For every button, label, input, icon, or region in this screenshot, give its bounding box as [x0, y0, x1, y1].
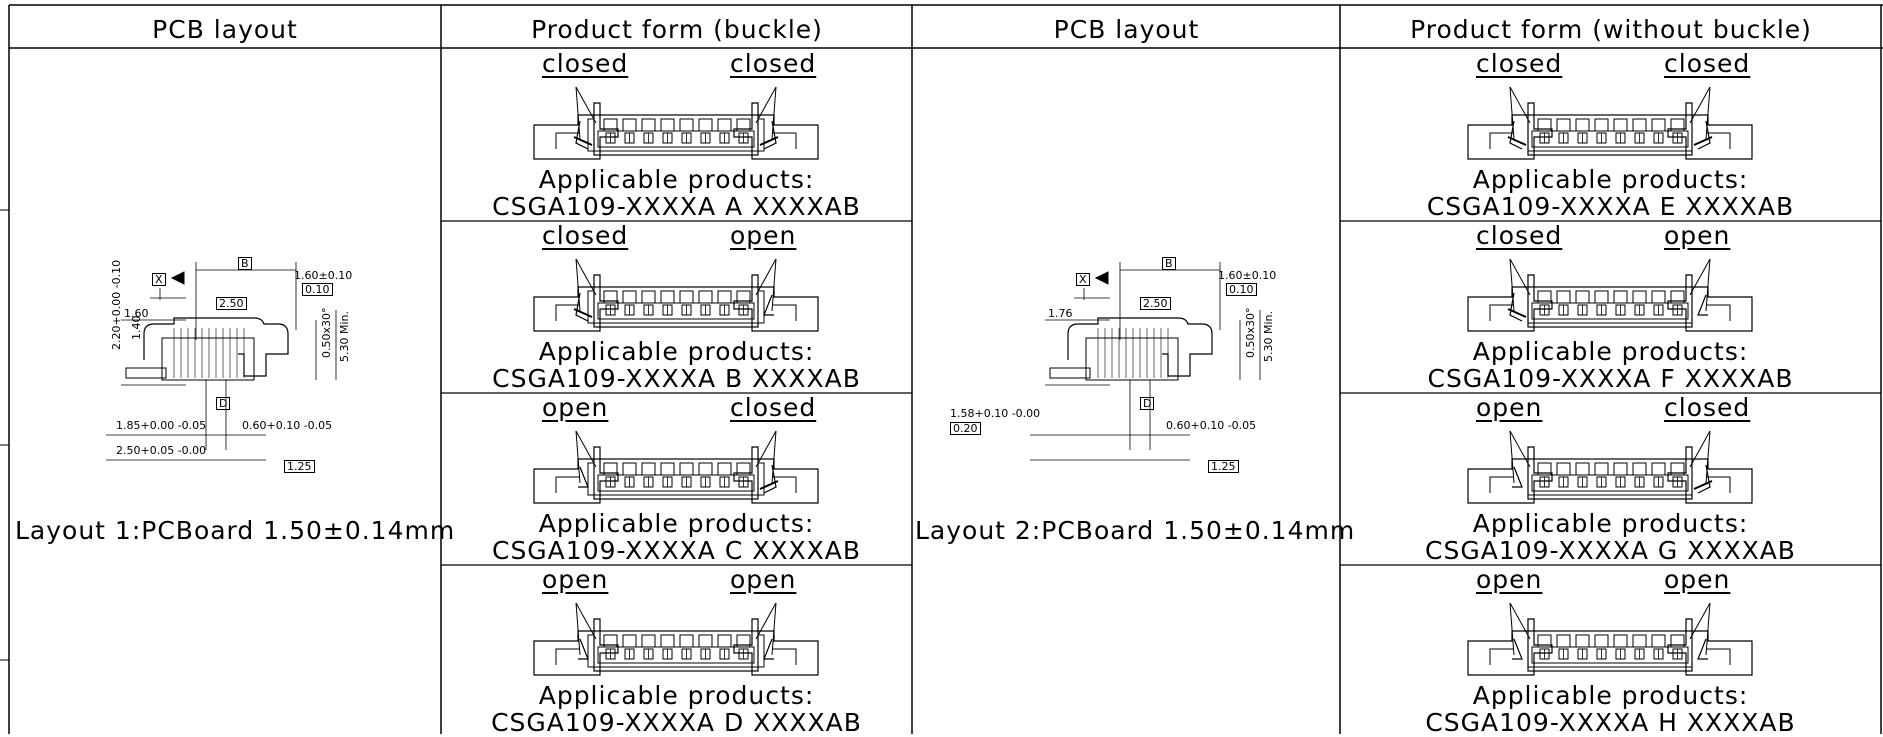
layout-2-caption: Layout 2:PCBoard 1.50±0.14mm: [915, 516, 1356, 545]
state-right-buckle_forms-1: open: [730, 221, 797, 250]
layout-1-dim-185: 1.85+0.00 -0.05: [116, 419, 207, 432]
layout-2-dim-d: D: [1140, 397, 1155, 410]
state-left-buckle_forms-1: closed: [542, 221, 629, 250]
layout-2-tol-010: 0.10: [1226, 283, 1257, 296]
applicable-label-buckle_forms-3: Applicable products:: [538, 681, 815, 710]
layout-1-dim-060: 0.60+0.10 -0.05: [242, 419, 333, 432]
state-right-nobuckle_forms-1: open: [1664, 221, 1731, 250]
product-code-nobuckle_forms-0: CSGA109-XXXXA E XXXXAB: [1426, 192, 1795, 221]
layout-1-dim-250b: 2.50+0.05 -0.00: [116, 444, 207, 457]
state-right-nobuckle_forms-2: closed: [1664, 393, 1751, 422]
product-code-buckle_forms-3: CSGA109-XXXXA D XXXXAB: [491, 708, 862, 737]
layout-1-caption: Layout 1:PCBoard 1.50±0.14mm: [15, 516, 456, 545]
layout-1-dim-050x30: 0.50x30°: [320, 307, 333, 359]
layout-1-dim-160: 1.60: [124, 307, 149, 320]
state-left-nobuckle_forms-0: closed: [1476, 49, 1563, 78]
layout-2-dim-530: 5.30 Min.: [1262, 310, 1275, 362]
applicable-label-buckle_forms-0: Applicable products:: [538, 165, 815, 194]
layout-2-dim-160-010: 1.60±0.10: [1218, 269, 1277, 282]
layout-1-dim-250: 2.50: [216, 297, 247, 310]
header-product-form-no-buckle: Product form (without buckle): [1410, 15, 1812, 44]
layout-1-datum-x: X: [152, 273, 166, 286]
layout-1-dim-125: 1.25: [284, 460, 315, 473]
product-code-buckle_forms-1: CSGA109-XXXXA B XXXXAB: [492, 364, 861, 393]
state-left-nobuckle_forms-1: closed: [1476, 221, 1563, 250]
layout-1-dim-220: 2.20+0.00 -0.10: [110, 259, 123, 350]
product-code-nobuckle_forms-2: CSGA109-XXXXA G XXXXAB: [1425, 536, 1796, 565]
layout-2-dim-060: 0.60+0.10 -0.05: [1166, 419, 1257, 432]
layout-1-dim-160-010: 1.60±0.10: [294, 269, 353, 282]
applicable-label-nobuckle_forms-2: Applicable products:: [1472, 509, 1749, 538]
state-left-buckle_forms-0: closed: [542, 49, 629, 78]
state-right-buckle_forms-3: open: [730, 565, 797, 594]
layout-1-dim-b: B: [238, 257, 252, 270]
header-pcb-layout-1: PCB layout: [152, 15, 298, 44]
layout-1-dim-d: D: [216, 397, 231, 410]
state-left-nobuckle_forms-2: open: [1476, 393, 1543, 422]
layout-2-dim-125: 1.25: [1208, 460, 1239, 473]
layout-2-datum-x: X: [1076, 273, 1090, 286]
product-code-buckle_forms-0: CSGA109-XXXXA A XXXXAB: [492, 192, 861, 221]
layout-1-tol-010: 0.10: [302, 283, 333, 296]
layout-2-tol-020: 0.20: [950, 422, 981, 435]
applicable-label-nobuckle_forms-3: Applicable products:: [1472, 681, 1749, 710]
state-left-buckle_forms-2: open: [542, 393, 609, 422]
product-code-buckle_forms-2: CSGA109-XXXXA C XXXXAB: [491, 536, 861, 565]
state-left-buckle_forms-3: open: [542, 565, 609, 594]
product-code-nobuckle_forms-3: CSGA109-XXXXA H XXXXAB: [1425, 708, 1796, 737]
layout-1-dim-530: 5.30 Min.: [338, 310, 351, 362]
state-right-buckle_forms-2: closed: [730, 393, 817, 422]
layout-2-dim-250: 2.50: [1140, 297, 1171, 310]
product-code-nobuckle_forms-1: CSGA109-XXXXA F XXXXAB: [1427, 364, 1794, 393]
applicable-label-nobuckle_forms-0: Applicable products:: [1472, 165, 1749, 194]
state-right-nobuckle_forms-0: closed: [1664, 49, 1751, 78]
header-product-form-buckle: Product form (buckle): [531, 15, 823, 44]
state-left-nobuckle_forms-3: open: [1476, 565, 1543, 594]
state-right-buckle_forms-0: closed: [730, 49, 817, 78]
layout-1-dim-140: 1.40: [130, 315, 143, 341]
layout-2-dim-b: B: [1162, 257, 1176, 270]
layout-2-dim-176: 1.76: [1048, 307, 1073, 320]
state-right-nobuckle_forms-3: open: [1664, 565, 1731, 594]
applicable-label-buckle_forms-2: Applicable products:: [538, 509, 815, 538]
applicable-label-buckle_forms-1: Applicable products:: [538, 337, 815, 366]
layout-2-dim-050x30: 0.50x30°: [1244, 307, 1257, 359]
applicable-label-nobuckle_forms-1: Applicable products:: [1472, 337, 1749, 366]
layout-2-dim-158: 1.58+0.10 -0.00: [950, 407, 1041, 420]
header-pcb-layout-2: PCB layout: [1053, 15, 1200, 44]
